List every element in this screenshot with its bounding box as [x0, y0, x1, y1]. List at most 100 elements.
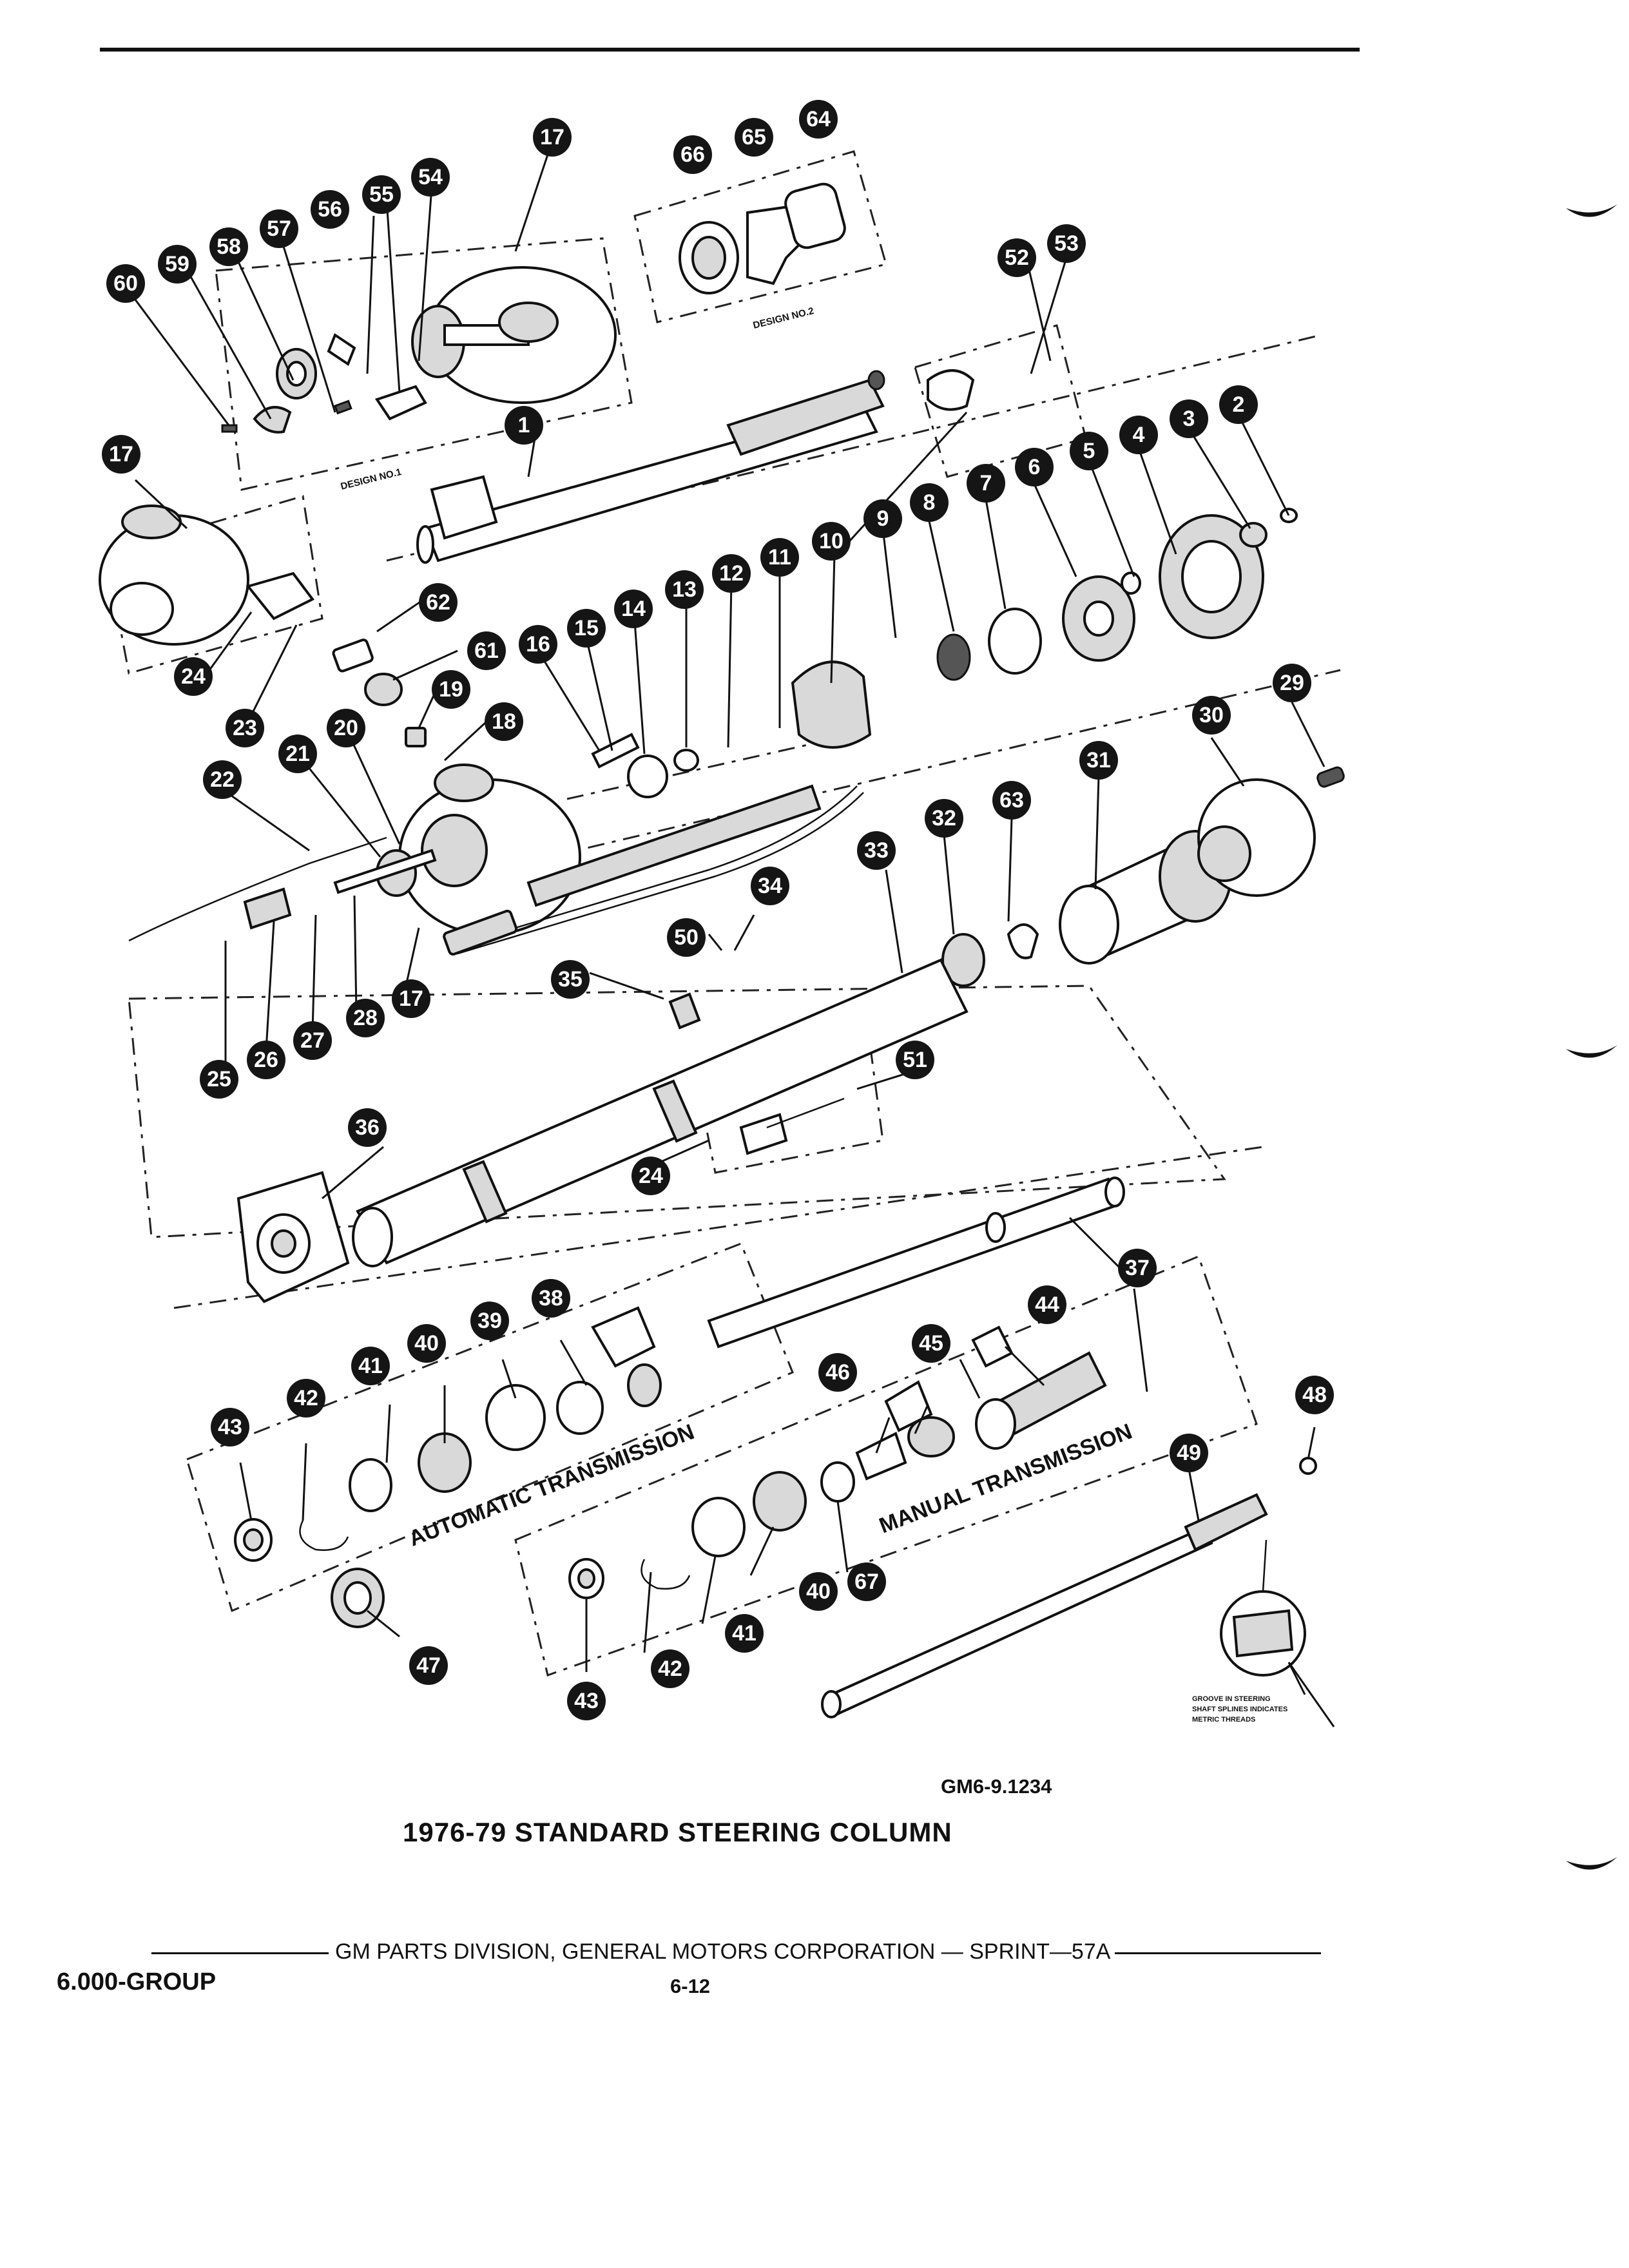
callout-63: 63 [992, 781, 1031, 820]
callout-62: 62 [419, 583, 458, 622]
svg-text:16: 16 [526, 632, 550, 657]
svg-text:17: 17 [540, 125, 564, 149]
figure-title: 1976-79 STANDARD STEERING COLUMN [403, 1817, 952, 1847]
svg-text:39: 39 [477, 1309, 502, 1333]
callout-44: 44 [1028, 1285, 1066, 1324]
callout-25: 25 [200, 1060, 238, 1099]
callout-51: 51 [896, 1041, 934, 1079]
callout-59: 59 [158, 245, 197, 284]
svg-text:12: 12 [719, 561, 744, 586]
footer-rule-left [151, 1952, 329, 1954]
svg-text:17: 17 [399, 986, 423, 1011]
callout-27: 27 [293, 1021, 332, 1060]
svg-text:62: 62 [426, 590, 450, 615]
svg-text:55: 55 [369, 182, 394, 207]
svg-text:43: 43 [574, 1689, 599, 1713]
callout-8: 8 [910, 483, 949, 522]
svg-text:40: 40 [414, 1331, 439, 1356]
callout-2: 2 [1219, 385, 1258, 424]
callout-33: 33 [857, 831, 896, 870]
svg-text:28: 28 [353, 1006, 378, 1030]
top-rule [100, 48, 1360, 52]
svg-text:25: 25 [207, 1067, 231, 1091]
callout-22: 22 [203, 760, 242, 799]
svg-text:47: 47 [416, 1653, 441, 1678]
svg-text:24: 24 [181, 664, 206, 689]
right-bearing-stack [791, 369, 1298, 749]
callout-61: 61 [467, 631, 506, 670]
callout-23: 23 [226, 709, 264, 747]
svg-text:36: 36 [355, 1115, 380, 1140]
svg-text:42: 42 [294, 1386, 318, 1410]
svg-text:41: 41 [732, 1621, 757, 1646]
callout-29: 29 [1273, 664, 1311, 702]
svg-text:67: 67 [854, 1570, 879, 1594]
callout-42-auto: 42 [287, 1379, 325, 1418]
svg-text:3: 3 [1183, 407, 1195, 431]
svg-text:44: 44 [1035, 1293, 1059, 1317]
group-label: 6.000-GROUP [57, 1968, 217, 1995]
callout-6: 6 [1015, 448, 1054, 486]
svg-text:64: 64 [806, 107, 831, 131]
callout-24-lower: 24 [631, 1157, 670, 1195]
callout-19: 19 [432, 670, 470, 709]
svg-text:5: 5 [1083, 439, 1095, 463]
callout-60: 60 [106, 264, 145, 303]
callout-38: 38 [532, 1279, 570, 1318]
svg-text:30: 30 [1199, 703, 1224, 727]
svg-text:53: 53 [1054, 231, 1079, 256]
callout-28: 28 [346, 999, 385, 1037]
callout-35: 35 [551, 960, 590, 999]
callout-34: 34 [751, 867, 789, 905]
svg-text:27: 27 [300, 1028, 325, 1053]
svg-text:43: 43 [218, 1415, 242, 1439]
callout-1: 1 [505, 406, 543, 445]
binder-mark-bottom [1566, 1857, 1617, 1870]
callout-17-middle: 17 [392, 979, 430, 1018]
svg-text:22: 22 [210, 767, 235, 792]
svg-text:41: 41 [358, 1354, 383, 1378]
design-2-label: DESIGN NO.2 [752, 305, 815, 331]
svg-text:58: 58 [217, 235, 241, 259]
steering-shaft-37 [591, 1177, 1125, 1407]
callout-48: 48 [1295, 1376, 1334, 1414]
callout-16: 16 [519, 625, 557, 664]
callout-31: 31 [1079, 741, 1118, 780]
svg-text:40: 40 [806, 1579, 831, 1604]
callout-9: 9 [863, 499, 902, 538]
svg-text:34: 34 [758, 874, 782, 898]
callout-40-manual: 40 [799, 1572, 838, 1611]
footer-publisher: GM PARTS DIVISION, GENERAL MOTORS CORPOR… [335, 1939, 1111, 1964]
callout-56: 56 [311, 190, 349, 229]
wiring-harness [443, 784, 864, 956]
callout-41-auto: 41 [351, 1347, 390, 1385]
svg-text:51: 51 [903, 1048, 927, 1072]
callout-43-manual: 43 [567, 1682, 606, 1720]
callout-39: 39 [470, 1302, 509, 1340]
svg-text:29: 29 [1280, 671, 1304, 695]
svg-text:63: 63 [999, 788, 1024, 812]
callout-55: 55 [362, 175, 401, 214]
callout-52: 52 [998, 238, 1036, 277]
callout-64: 64 [799, 100, 838, 139]
lower-shaft-49 [821, 1493, 1306, 1718]
svg-text:59: 59 [165, 252, 189, 276]
svg-text:4: 4 [1133, 423, 1145, 447]
groove-note-line-2: SHAFT SPLINES INDICATES [1192, 1706, 1287, 1713]
callout-12: 12 [712, 554, 751, 593]
svg-text:13: 13 [672, 577, 697, 602]
svg-text:7: 7 [980, 471, 992, 495]
callout-20: 20 [327, 709, 365, 747]
svg-text:32: 32 [932, 806, 956, 831]
callout-17-left: 17 [102, 435, 140, 474]
design-1-label: DESIGN NO.1 [340, 466, 403, 492]
upper-column-part-1 [416, 370, 885, 564]
svg-text:21: 21 [285, 742, 310, 766]
callout-36: 36 [348, 1108, 387, 1147]
page-number: 6-12 [670, 1975, 711, 1997]
callout-15: 15 [567, 609, 606, 648]
groove-note-line-3: METRIC THREADS [1192, 1716, 1255, 1724]
svg-text:17: 17 [109, 442, 133, 466]
callout-50: 50 [667, 918, 706, 957]
